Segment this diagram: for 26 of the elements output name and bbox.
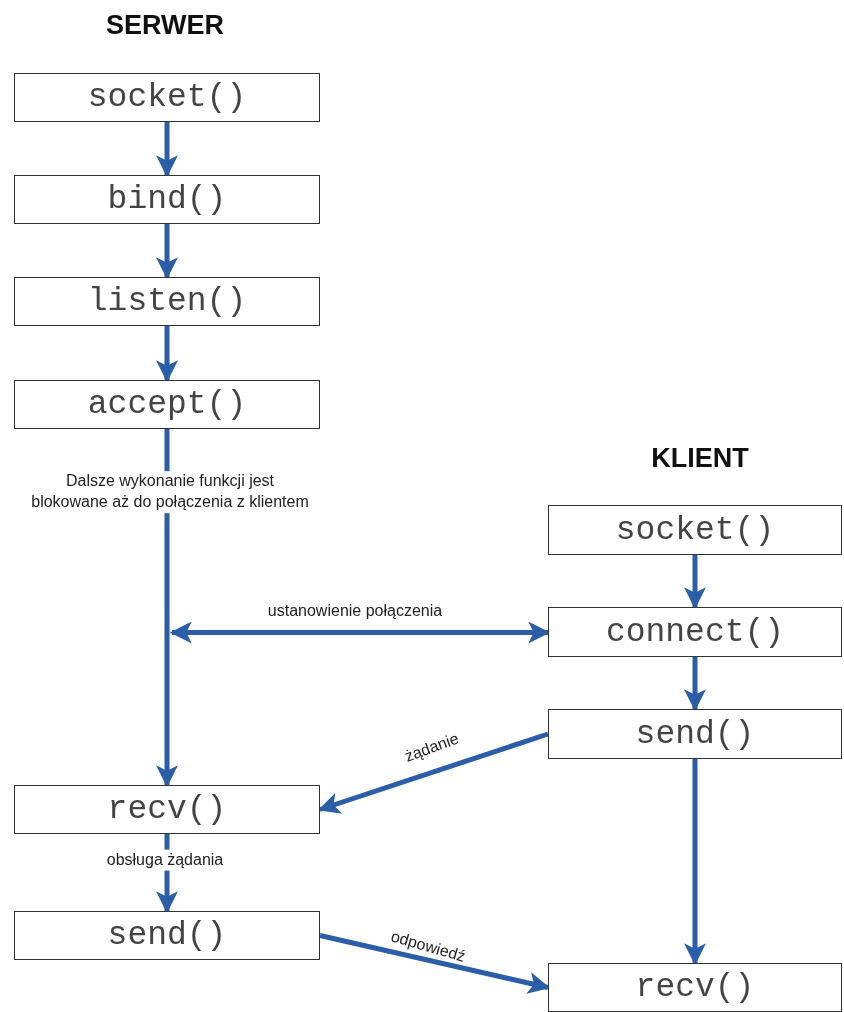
edge-label: żądanie: [402, 728, 462, 767]
function-name: listen(): [87, 283, 247, 320]
function-box: [14, 911, 320, 960]
function-box: [548, 963, 842, 1012]
function-name: bind(): [107, 181, 227, 218]
edge-label: ustanowienie połączenia: [267, 600, 443, 621]
function-box: [548, 607, 842, 657]
function-name: recv(): [635, 969, 755, 1006]
function-name: accept(): [87, 386, 247, 423]
function-box: [14, 175, 320, 224]
function-name: recv(): [107, 791, 227, 828]
function-name: send(): [107, 917, 227, 954]
function-name: send(): [635, 715, 755, 753]
function-name: socket(): [87, 79, 247, 116]
function-name: connect(): [605, 613, 785, 651]
function-box: [14, 785, 320, 834]
function-box: [548, 505, 842, 555]
function-box: [14, 277, 320, 326]
function-name: socket(): [615, 511, 775, 549]
function-box: [14, 380, 320, 429]
function-box: [14, 73, 320, 122]
edge-label: Dalsze wykonanie funkcji jest blokowane aż do połączenia z klientem: [30, 471, 310, 513]
function-box: [548, 709, 842, 759]
edge-label: obsługa żądania: [106, 849, 224, 871]
column-heading: KLIENT: [651, 443, 749, 474]
column-heading: SERWER: [106, 10, 224, 41]
